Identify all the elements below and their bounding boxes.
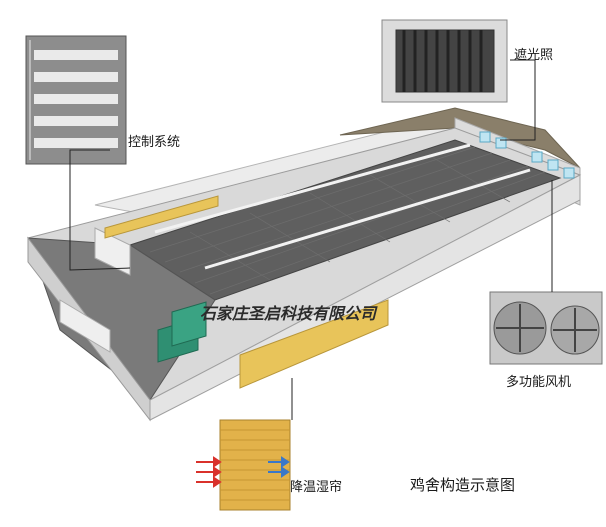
control-cabinet-photo (25, 35, 127, 165)
multi-fan-label: 多功能风机 (506, 375, 572, 390)
diagram-caption: 鸡舍构造示意图 (410, 476, 516, 494)
company-watermark: 石家庄圣启科技有限公司 (200, 304, 377, 323)
control-callout-line (69, 149, 131, 271)
front-cooling-pad (239, 299, 389, 389)
light-trap-callout-line (500, 59, 536, 141)
cooling-pad-photo (196, 419, 291, 511)
poultry-house (27, 107, 582, 422)
cooling-pad-label: 降温湿帘 (290, 480, 343, 495)
light-trap-photo (381, 19, 508, 103)
light-trap-label: 遮光照 (514, 48, 554, 63)
fan-photo (489, 291, 603, 365)
control-system-label: 控制系统 (128, 135, 181, 150)
